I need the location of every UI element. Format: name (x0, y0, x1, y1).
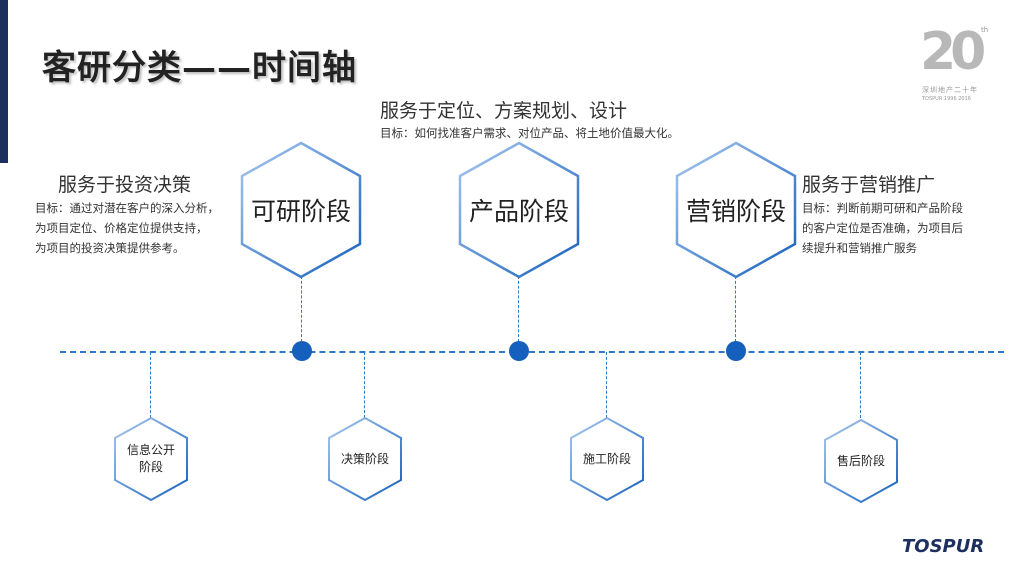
sub-stage-label-decision: 决策阶段 (330, 439, 400, 479)
sub-stage-label-info-public: 信息公开 阶段 (116, 439, 186, 479)
sub-stage-label-construction: 施工阶段 (572, 439, 642, 479)
anniversary-cn-text: 深圳地产二十年 (922, 86, 978, 94)
sub-stage-label-line: 阶段 (138, 460, 163, 474)
stage-description-research: 目标：通过对潜在客户的深入分析， 为项目定位、价格定位提供支持， 为项目的投资决… (35, 198, 250, 258)
stage-heading-marketing: 服务于营销推广 (802, 174, 936, 196)
connector-line (860, 352, 861, 418)
stage-heading-research: 服务于投资决策 (58, 174, 192, 196)
stage-description-marketing: 目标：判断前期可研和产品阶段 的客户定位是否准确，为项目后 续提升和营销推广服务 (802, 198, 1002, 258)
description-line: 为项目定位、价格定位提供支持， (35, 221, 208, 235)
stage-heading-product: 服务于定位、方案规划、设计 (380, 100, 628, 122)
description-line: 目标：通过对潜在客户的深入分析， (35, 201, 219, 215)
anniversary-sub-text: TOSPUR 1996 2016 (922, 96, 971, 102)
sub-stage-label-line: 售后阶段 (836, 453, 885, 468)
stage-description-product: 目标：如何找准客户需求、对位产品、将土地价值最大化。 (380, 123, 740, 143)
connector-line (301, 276, 302, 342)
hexagon-product (458, 141, 580, 279)
stage-label-marketing: 营销阶段 (685, 197, 786, 226)
connector-line (150, 352, 151, 418)
hexagon-research (240, 141, 362, 279)
connector-line (364, 352, 365, 418)
anniversary-suffix: th (981, 26, 989, 34)
timeline-line (60, 351, 1004, 353)
timeline-dot (292, 341, 312, 361)
hexagon-construction (570, 416, 644, 502)
sub-stage-label-line: 决策阶段 (340, 451, 389, 466)
hexagon-info-public (114, 416, 188, 502)
anniversary-logo: 20 th 深圳地产二十年 TOSPUR 1996 2016 (918, 22, 989, 106)
sub-stage-label-line: 信息公开 (126, 443, 175, 457)
left-accent-bar (0, 0, 8, 163)
timeline-dot (509, 341, 529, 361)
brand-logo: TOSPUR (902, 536, 985, 557)
sub-stage-label-after-sales: 售后阶段 (826, 441, 896, 481)
page-title: 客研分类——时间轴 (42, 48, 357, 88)
stage-label-research: 可研阶段 (250, 197, 351, 226)
description-line: 目标：如何找准客户需求、对位产品、将土地价值最大化。 (380, 126, 679, 140)
connector-line (518, 276, 519, 342)
anniversary-number: 20 (920, 22, 986, 82)
description-line: 目标：判断前期可研和产品阶段 (802, 201, 963, 215)
timeline-dot (726, 341, 746, 361)
description-line: 为项目的投资决策提供参考。 (35, 241, 185, 255)
description-line: 的客户定位是否准确，为项目后 (802, 221, 963, 235)
connector-line (606, 352, 607, 418)
hexagon-after-sales (824, 418, 898, 504)
hexagon-marketing (675, 141, 797, 279)
description-line: 续提升和营销推广服务 (802, 241, 917, 255)
connector-line (735, 276, 736, 342)
sub-stage-label-line: 施工阶段 (582, 451, 631, 466)
hexagon-decision (328, 416, 402, 502)
stage-label-product: 产品阶段 (468, 197, 569, 226)
